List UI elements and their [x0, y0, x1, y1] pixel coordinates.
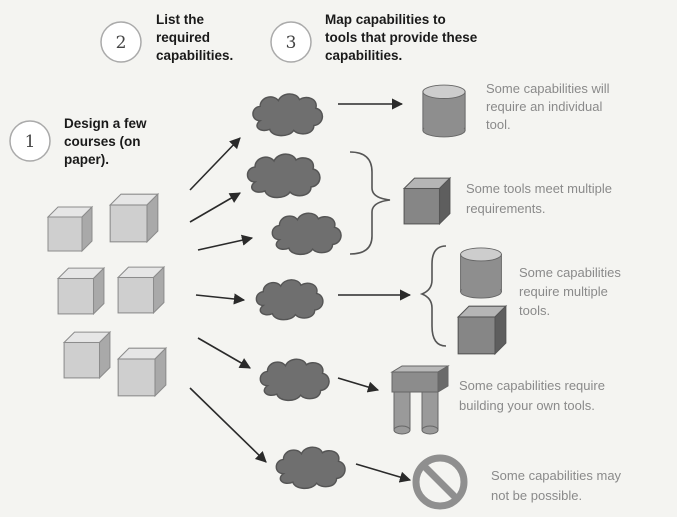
course-cube-icon — [47, 206, 93, 252]
course-cube-icon — [109, 193, 159, 243]
step-1-text: Design a few courses (on paper). — [64, 116, 150, 167]
course-cubes — [47, 193, 167, 397]
course-cube-icon — [57, 267, 105, 315]
step-1-line-2: courses (on — [64, 134, 141, 149]
arrow — [197, 337, 251, 369]
step-1-number: 1 — [25, 132, 36, 152]
step-2-line-3: capabilities. — [156, 48, 233, 63]
step-1-line-3: paper). — [64, 152, 109, 167]
custom-tool-icon — [390, 365, 450, 435]
step-2-number: 2 — [116, 33, 127, 53]
course-cube-icon — [63, 331, 111, 379]
step-3: 3 Map capabilities to tools that provide… — [270, 12, 481, 63]
outcome-1-line-3: tool. — [486, 117, 511, 132]
course-cube-icon — [117, 266, 165, 314]
cylinder-icon — [460, 247, 502, 299]
capability-cloud-icon — [275, 446, 346, 490]
outcome-individual-tool: Some capabilities will require an indivi… — [486, 81, 613, 132]
outcome-5-line-2: not be possible. — [491, 488, 582, 503]
arrow — [189, 192, 241, 223]
outcome-2-line-1: Some tools meet multiple — [466, 181, 612, 196]
step-1-line-1: Design a few — [64, 116, 147, 131]
arrow — [195, 293, 246, 305]
cube-tool-icon — [457, 305, 507, 355]
step-2-number-circle — [100, 21, 142, 63]
step-2-text: List the required capabilities. — [156, 12, 233, 63]
arrow — [197, 234, 254, 251]
arrow — [355, 463, 412, 483]
brace-one-to-many — [419, 245, 447, 347]
outcome-not-possible: Some capabilities may not be possible. — [491, 468, 625, 503]
step-3-number: 3 — [286, 33, 297, 53]
outcome-build-own: Some capabilities require building your … — [459, 378, 609, 413]
capability-cloud-icon — [271, 212, 342, 256]
step-3-line-1: Map capabilities to — [325, 12, 446, 27]
cube-tool-icon — [403, 177, 451, 225]
prohibited-icon — [412, 454, 468, 510]
outcome-1-line-2: require an individual — [486, 99, 602, 114]
step-2-line-2: required — [156, 30, 210, 45]
outcome-4-line-2: building your own tools. — [459, 398, 595, 413]
arrow — [337, 377, 380, 393]
step-2: 2 List the required capabilities. — [100, 12, 233, 63]
arrow — [189, 387, 267, 463]
capability-clouds — [246, 93, 346, 490]
cylinder-icon — [422, 84, 466, 138]
outcome-4-line-1: Some capabilities require — [459, 378, 605, 393]
step-3-text: Map capabilities to tools that provide t… — [325, 12, 481, 63]
step-2-line-1: List the — [156, 12, 204, 27]
course-to-capability-arrows — [189, 137, 267, 463]
capability-to-tool-arrows — [337, 98, 412, 483]
outcome-3-line-3: tools. — [519, 303, 550, 318]
outcome-2-line-2: requirements. — [466, 201, 545, 216]
step-3-line-3: capabilities. — [325, 48, 402, 63]
step-3-line-2: tools that provide these — [325, 30, 478, 45]
outcome-multiple-tools: Some capabilities require multiple tools… — [519, 265, 625, 318]
outcome-3-line-1: Some capabilities — [519, 265, 621, 280]
capability-cloud-icon — [259, 358, 330, 402]
outcome-1-line-1: Some capabilities will — [486, 81, 610, 96]
course-cube-icon — [117, 347, 167, 397]
capability-cloud-icon — [255, 279, 324, 321]
step-1: 1 Design a few courses (on paper). — [9, 116, 150, 167]
step-1-number-circle — [9, 120, 51, 162]
capability-cloud-icon — [252, 93, 324, 137]
outcome-multiple-requirements: Some tools meet multiple requirements. — [466, 181, 616, 216]
outcome-5-line-1: Some capabilities may — [491, 468, 622, 483]
step-3-number-circle — [270, 21, 312, 63]
outcome-3-line-2: require multiple — [519, 284, 608, 299]
arrow — [189, 137, 241, 191]
brace-many-to-one — [349, 151, 391, 255]
capability-cloud-icon — [246, 153, 321, 199]
